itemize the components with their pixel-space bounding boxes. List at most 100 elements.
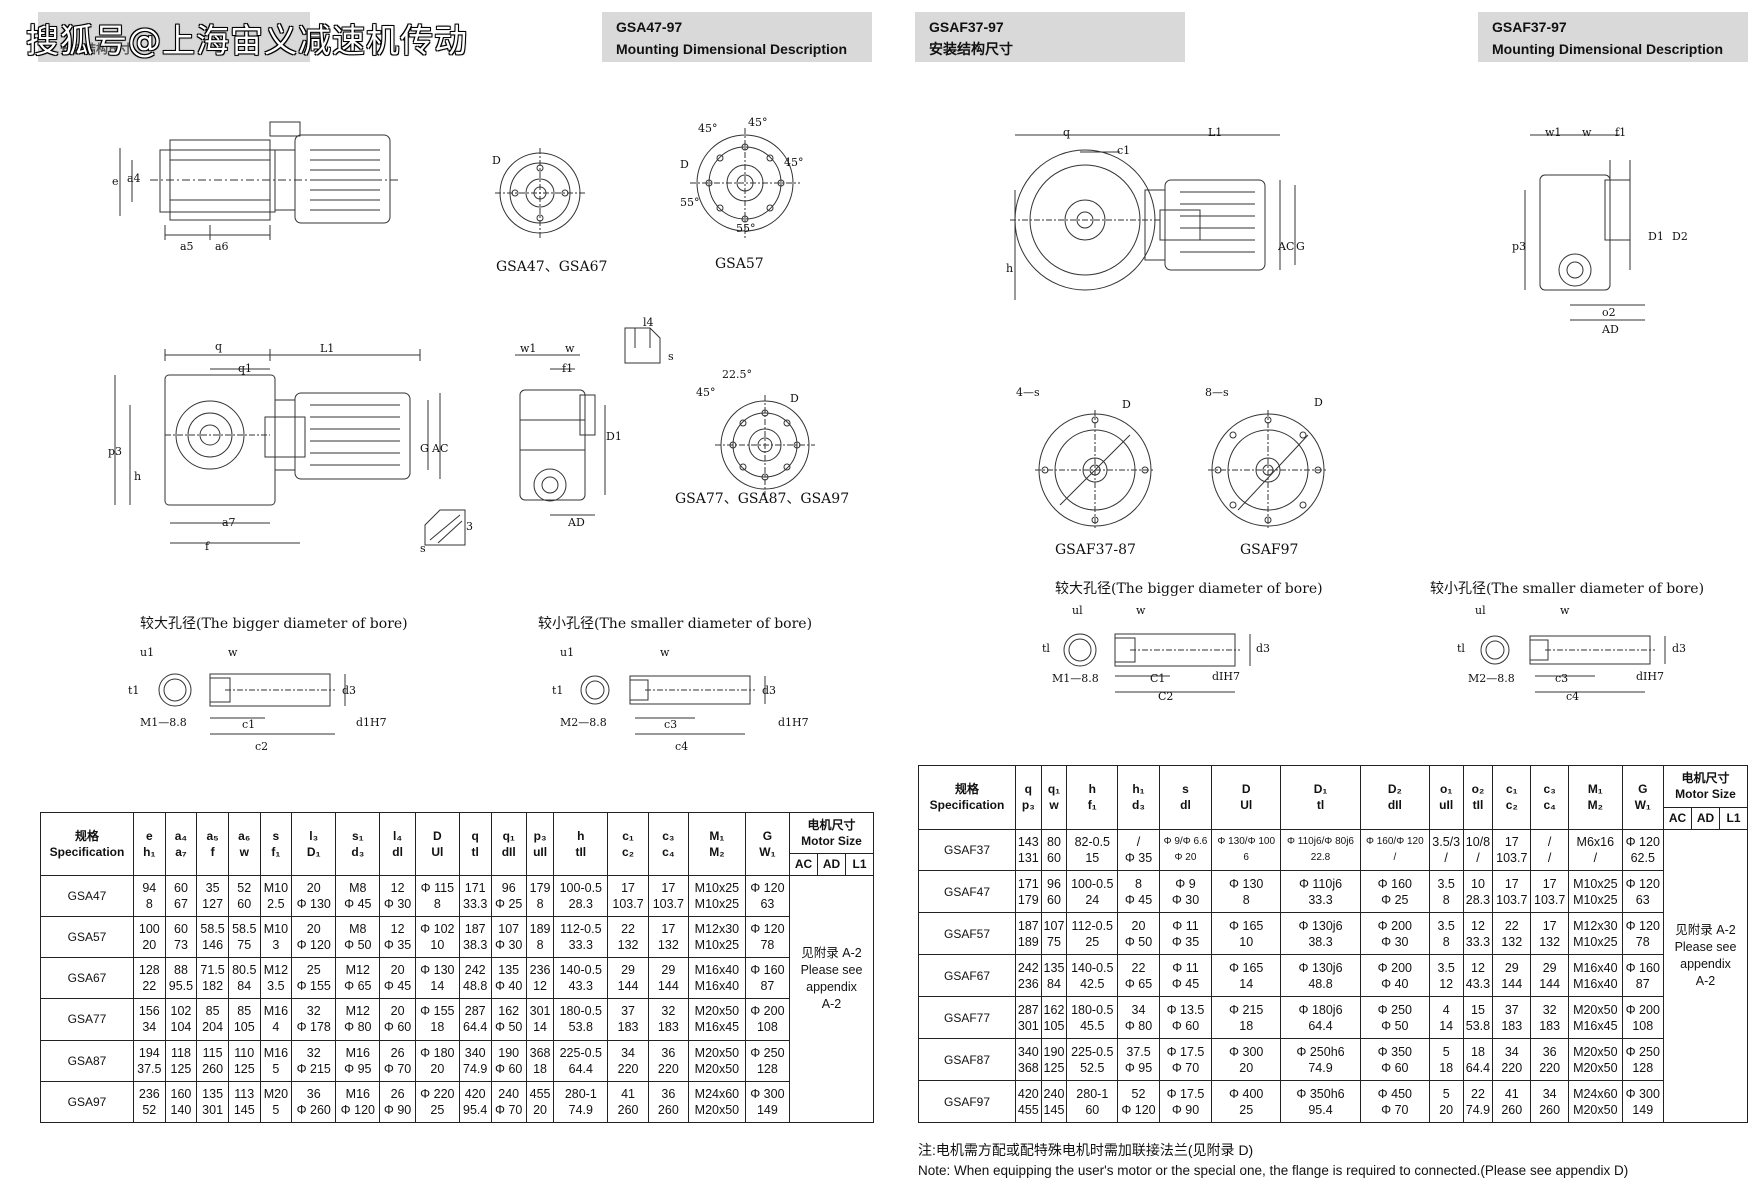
column-header-label-top: q xyxy=(1024,782,1032,797)
header-left-title: Mounting Dimensional Description xyxy=(616,41,848,57)
value-bottom: 33.3 xyxy=(1308,892,1333,907)
value-top: 4 xyxy=(1442,1002,1450,1017)
value-bottom: 183 xyxy=(617,1020,639,1035)
value-bottom: 14 xyxy=(533,1020,548,1035)
column-header-label-bottom: tIl xyxy=(1472,798,1484,813)
value-top: Φ 180 xyxy=(420,1045,455,1060)
value-bottom: Φ 260 xyxy=(296,1102,331,1117)
value-bottom: 145 xyxy=(233,1102,255,1117)
value-top: 20 xyxy=(306,880,321,895)
value-bottom: 127 xyxy=(202,896,224,911)
value-top: 52 xyxy=(237,880,252,895)
value-top: 17 xyxy=(661,880,676,895)
value-bottom: Φ 120 xyxy=(296,937,331,952)
value-bottom: Φ 70 xyxy=(495,1102,523,1117)
value-top: Φ 160 xyxy=(1377,876,1412,891)
value-top: 242 xyxy=(464,963,486,978)
value-top: Φ 300 xyxy=(750,1086,785,1101)
column-header-label-top: M₁ xyxy=(709,828,725,843)
dim-C2-c: C2 xyxy=(1158,690,1174,703)
value-bottom: M10x25 xyxy=(694,896,740,911)
value-top: 37 xyxy=(1504,1002,1519,1017)
caption-gsaf97: GSAF97 xyxy=(1240,542,1299,558)
value-bottom: 8 xyxy=(1442,934,1450,949)
column-header-label-top: s₁ xyxy=(352,828,364,843)
value-top: 3.5 xyxy=(1437,960,1455,975)
value-bottom: 33.3 xyxy=(463,896,488,911)
motor-note-line: appendix xyxy=(1680,956,1731,971)
value-bottom: 260 xyxy=(617,1102,639,1117)
value-bottom: 301 xyxy=(1017,1018,1039,1033)
dim-w-d: w xyxy=(1560,604,1570,617)
spec-header-label-bottom: Specification xyxy=(929,798,1005,813)
dim-45-c: 45° xyxy=(784,156,804,169)
value-bottom: Φ 95 xyxy=(344,1061,372,1076)
value-top: 12 xyxy=(1471,960,1485,975)
column-header-label-bottom: Ul xyxy=(431,844,444,859)
value-bottom: 52.5 xyxy=(1080,1060,1105,1075)
dim-8s: 8—s xyxy=(1205,386,1229,399)
model-cell: GSAF77 xyxy=(918,996,1016,1040)
motor-note-line: appendix xyxy=(806,979,857,994)
value-bottom: 64.4 xyxy=(1465,1060,1491,1075)
motor-note-line: 见附录 A-2 xyxy=(1675,922,1736,937)
column-header-label-bottom: f xyxy=(210,844,215,859)
value-bottom: Φ 60 xyxy=(1171,1018,1200,1033)
dim-D1-r: D1 xyxy=(1648,230,1664,243)
value-top: 71.5 xyxy=(200,963,225,978)
dim-G-r: G xyxy=(1296,240,1305,253)
column-header-label-top: c₃ xyxy=(1543,782,1556,797)
value-top: 20 xyxy=(390,963,405,978)
caption-big-bore-right: 较大孔径(The bigger diameter of bore) xyxy=(1055,581,1323,597)
dim-c3-a: c3 xyxy=(664,718,678,731)
value-bottom: 63 xyxy=(1635,892,1650,907)
value-bottom: 38.3 xyxy=(463,937,488,952)
dim-q-r: q xyxy=(1063,126,1071,139)
value-bottom: 60 xyxy=(237,896,252,911)
column-header-label-bottom: dl xyxy=(392,844,403,859)
value-top: 60 xyxy=(174,880,188,895)
dim-w-c: w xyxy=(1136,604,1146,617)
motor-size-cn: 电机尺寸 xyxy=(1681,771,1730,786)
value-top: Φ 200 xyxy=(750,1004,785,1019)
value-bottom: 103.7 xyxy=(1496,850,1528,865)
caption-big-bore-left: 较大孔径(The bigger diameter of bore) xyxy=(140,616,408,632)
value-bottom: 87 xyxy=(1635,976,1650,991)
value-bottom: 260 xyxy=(202,1061,224,1076)
value-top: Φ 102 xyxy=(420,921,455,936)
value-bottom: 18 xyxy=(430,1020,445,1035)
value-top: Φ 130 xyxy=(1229,876,1264,891)
column-header-label-bottom: uIl xyxy=(533,844,548,859)
